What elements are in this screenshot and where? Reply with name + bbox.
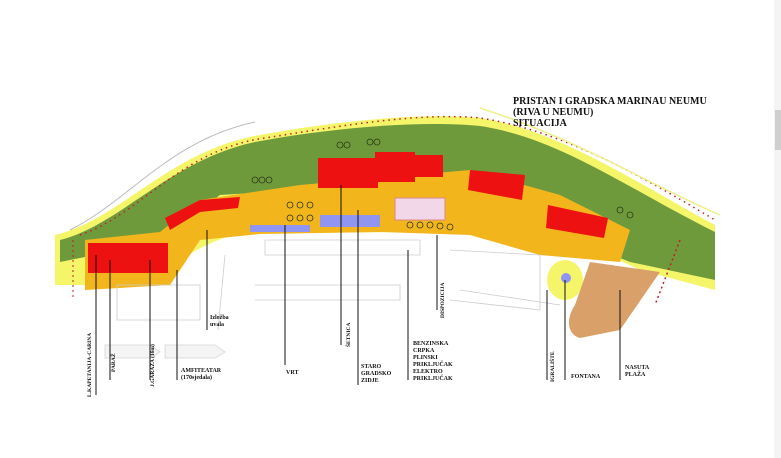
building-center-3 — [415, 155, 443, 177]
label-amfiteatar-line1: AMFITEATAR — [181, 368, 222, 374]
pool-1 — [250, 225, 310, 232]
boat-2 — [164, 344, 226, 359]
label-paraz: PARAŽ — [111, 353, 117, 372]
title-line-1: PRISTAN I GRADSKA MARINAU NEUMU — [513, 96, 707, 107]
title-line-2: (RIVA U NEUMU) — [513, 107, 594, 118]
trees — [251, 138, 634, 231]
scrollbar-track[interactable] — [774, 0, 781, 458]
building-west — [165, 197, 240, 230]
label-benzinska: BENZINSKA CRPKA PLINSKI PRIKLJUČAK ELEKT… — [413, 341, 453, 383]
building-east-1 — [468, 170, 525, 200]
building-kapetanija — [88, 243, 168, 273]
label-amfiteatar-line2: (170sjedala) — [181, 375, 212, 381]
building-east-2 — [546, 205, 608, 238]
label-benz-line6: PRIKLJUČAK — [413, 376, 453, 382]
berths — [116, 239, 561, 331]
label-benz-line1: BENZINSKA — [413, 341, 449, 347]
label-dispozicija: DISPOZICIJA — [440, 282, 446, 318]
label-nasuta-line1: NASUTA — [625, 365, 650, 371]
east-boundary — [654, 239, 681, 306]
plan-title: PRISTAN I GRADSKA MARINAU NEUMU (RIVA U … — [513, 96, 707, 129]
boat-1 — [104, 344, 161, 359]
label-benz-line2: CRPKA — [413, 348, 435, 354]
green-slope — [60, 123, 715, 280]
label-nasuta-line2: PLAŽA — [625, 372, 646, 378]
yellow-edge-line — [479, 107, 721, 216]
label-benz-line5: ELEKTRO — [413, 369, 443, 375]
pool-2 — [320, 215, 380, 227]
label-zidje-line2: GRADSKO — [361, 371, 392, 377]
label-kapetanija: L.KAPETANIJA-CARINA — [87, 332, 93, 397]
building-center-2 — [375, 152, 415, 182]
road-line — [69, 121, 256, 231]
title-line-3: SITUACIJA — [513, 118, 567, 129]
label-amfiteatar: AMFITEATAR (170sjedala) — [181, 368, 221, 382]
label-benz-line3: PLINSKI — [413, 355, 438, 361]
label-zidje-line1: STARO — [361, 364, 382, 370]
label-fontana: FONTANA — [571, 374, 601, 380]
label-setnica: ŠETNICA — [346, 322, 352, 347]
label-izlozba-line2: uvala — [210, 322, 225, 328]
label-izlozba-line1: Izložba — [210, 315, 229, 321]
label-garaza: J.GARAŽA (16m) — [150, 344, 156, 387]
leader-lines — [95, 185, 621, 395]
fountain-icon — [561, 273, 571, 283]
beach-area — [568, 262, 660, 338]
label-zidje-line3: ZIDJE — [361, 378, 379, 384]
label-zidje: STARO GRADSKO ZIDJE — [361, 364, 391, 385]
garden-plaza — [394, 197, 446, 221]
scrollbar-thumb[interactable] — [775, 110, 781, 150]
label-benz-line4: PRIKLJUČAK — [413, 362, 453, 368]
label-nasuta-plaza: NASUTA PLAŽA — [625, 365, 649, 379]
label-izlozba: Izložba uvala — [210, 315, 229, 329]
building-center-1 — [318, 158, 378, 188]
label-igraliste: IGRALIŠTE — [550, 351, 556, 382]
label-vrt: VRT — [286, 370, 299, 376]
